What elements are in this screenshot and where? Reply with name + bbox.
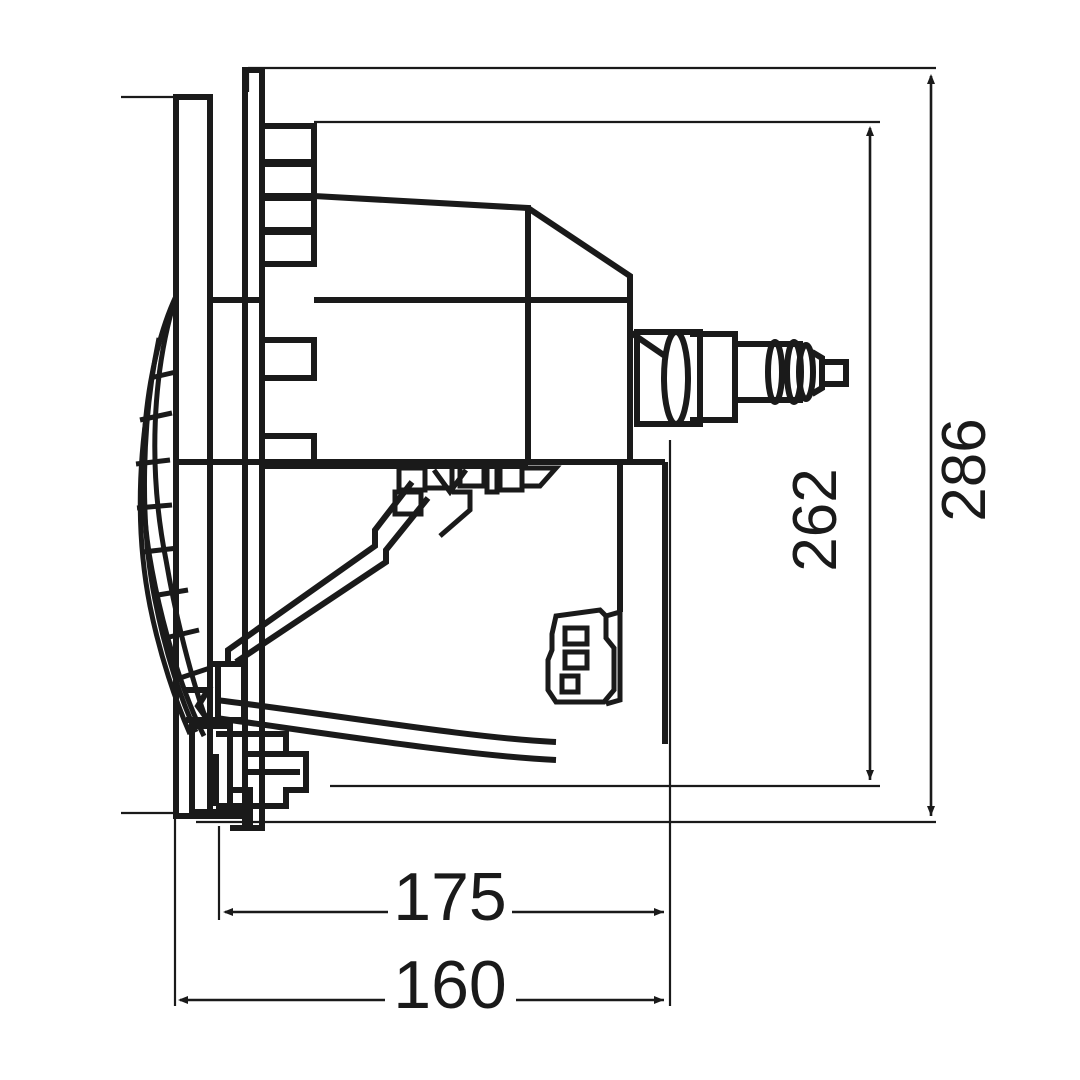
dimension-175-label: 175 [393,859,506,935]
dimension-262-label: 262 [781,468,850,571]
terminal-block [545,607,623,707]
dimension-overall-height-label: 286 [930,418,999,521]
lens-fresnel-arc [135,294,213,738]
dimension-160-label: 160 [393,947,506,1023]
reflector-housing [210,193,667,469]
internal-detail-elements [392,463,562,538]
reflector-tab-column [259,123,317,469]
lower-reflector-arc [215,697,557,763]
bulb-socket-connector [634,329,849,427]
adjuster-bracket [176,661,309,831]
lower-shell-edges [176,459,668,744]
extension-lines [121,66,936,1006]
inner-reflector-wall [225,480,431,665]
